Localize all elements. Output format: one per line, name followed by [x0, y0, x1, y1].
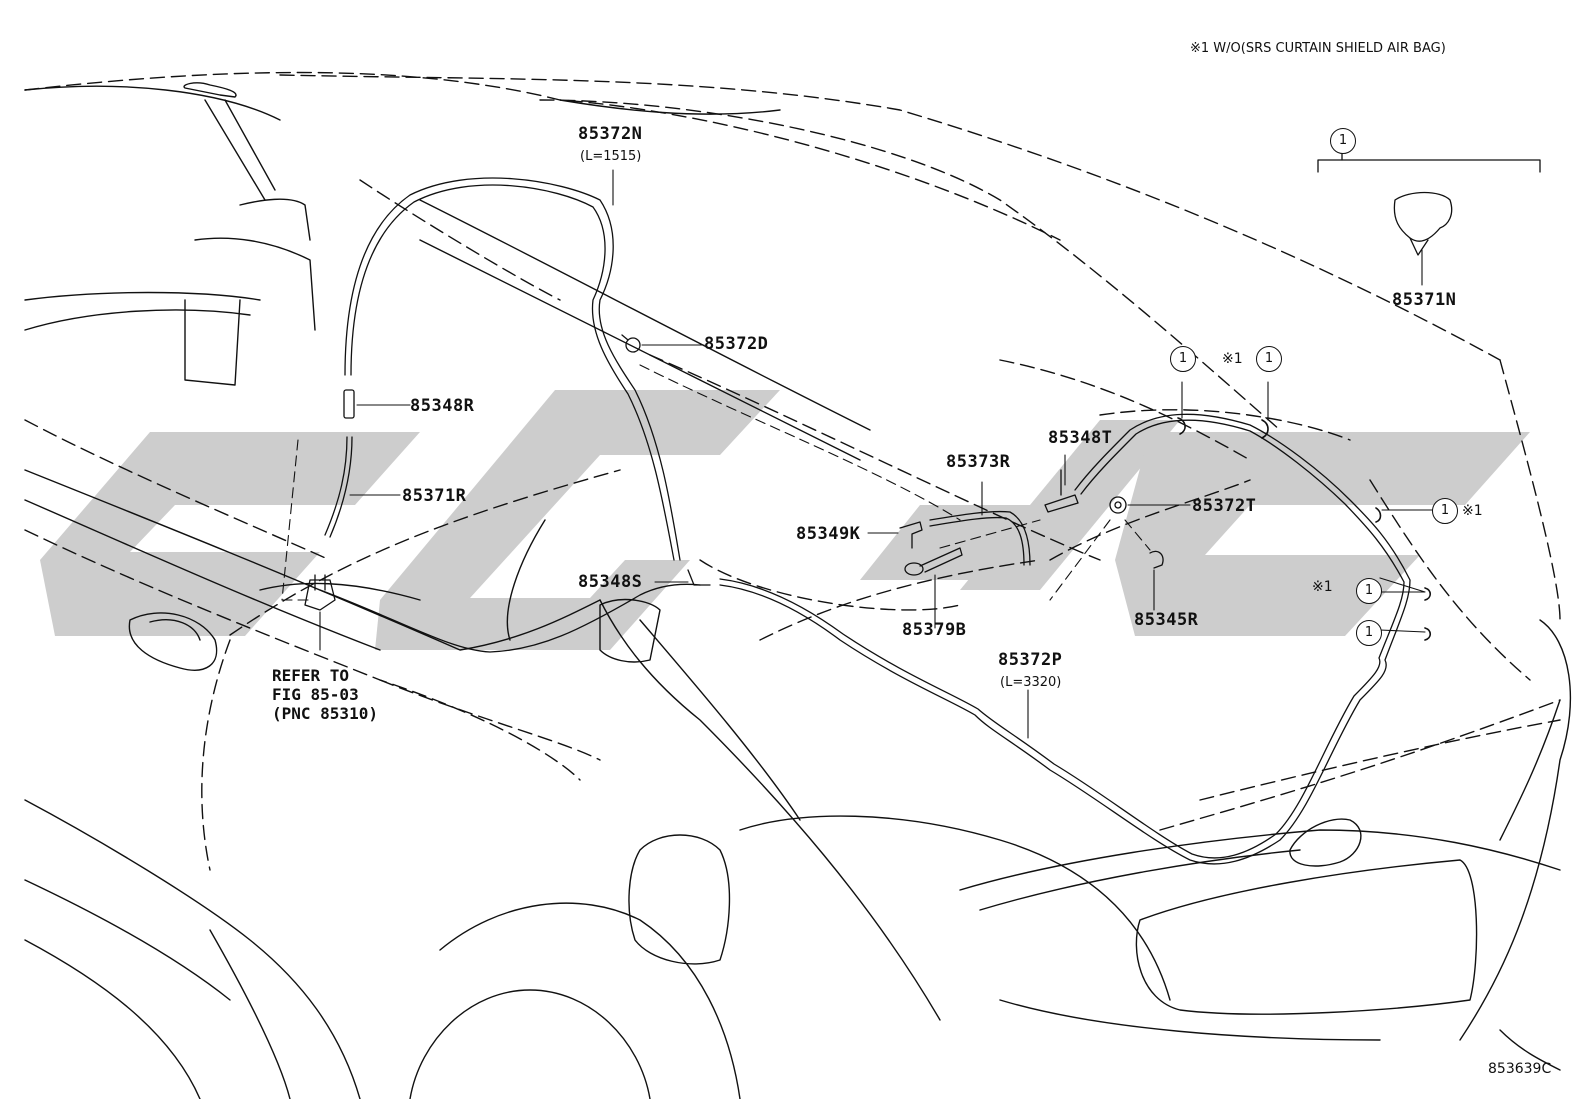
- label-85349K[interactable]: 85349K: [796, 524, 861, 544]
- label-85371N[interactable]: 85371N: [1392, 290, 1457, 310]
- label-85373R[interactable]: 85373R: [946, 452, 1011, 472]
- legend-callout-number: 1: [1330, 128, 1356, 154]
- refer-note[interactable]: REFER TO FIG 85-03 (PNC 85310): [272, 666, 378, 724]
- label-85379B[interactable]: 85379B: [902, 620, 967, 640]
- diagram-code: 853639C: [1488, 1061, 1552, 1077]
- hose-clips: [1177, 417, 1432, 641]
- label-85372N[interactable]: 85372N: [578, 124, 643, 144]
- car-body-outline: [24, 71, 1561, 871]
- callout-circle: 1: [1170, 346, 1196, 372]
- callout-circle: 1: [1356, 620, 1382, 646]
- header-note: ※1 W/O(SRS CURTAIN SHIELD AIR BAG): [1190, 41, 1446, 56]
- callout-circle: 1: [1256, 346, 1282, 372]
- refer-line-3: (PNC 85310): [272, 704, 378, 724]
- label-85348S[interactable]: 85348S: [578, 572, 643, 592]
- length-85372N: (L=1515): [580, 149, 642, 164]
- refer-line-2: FIG 85-03: [272, 685, 359, 705]
- length-85372P: (L=3320): [1000, 675, 1062, 690]
- washer-hoses: [319, 177, 1411, 865]
- label-85372T[interactable]: 85372T: [1192, 496, 1257, 516]
- car-body-lines: [24, 82, 1572, 1099]
- label-85348R[interactable]: 85348R: [410, 396, 475, 416]
- refer-line-1: REFER TO: [272, 666, 350, 685]
- label-85345R[interactable]: 85345R: [1134, 610, 1199, 630]
- watermark-logo: [40, 390, 1530, 650]
- callout-circle: 1: [1432, 498, 1458, 524]
- note-mark: ※1: [1222, 351, 1243, 367]
- label-85371R[interactable]: 85371R: [402, 486, 467, 506]
- callout-circle: 1: [1356, 578, 1382, 604]
- label-85348T[interactable]: 85348T: [1048, 428, 1113, 448]
- note-mark: ※1: [1462, 503, 1483, 519]
- label-85372P[interactable]: 85372P: [998, 650, 1063, 670]
- dashed-connections: [281, 364, 1151, 601]
- note-mark: ※1: [1312, 579, 1333, 595]
- small-parts: [304, 147, 1541, 611]
- leader-lines: [319, 169, 1433, 739]
- label-85372D[interactable]: 85372D: [704, 334, 769, 354]
